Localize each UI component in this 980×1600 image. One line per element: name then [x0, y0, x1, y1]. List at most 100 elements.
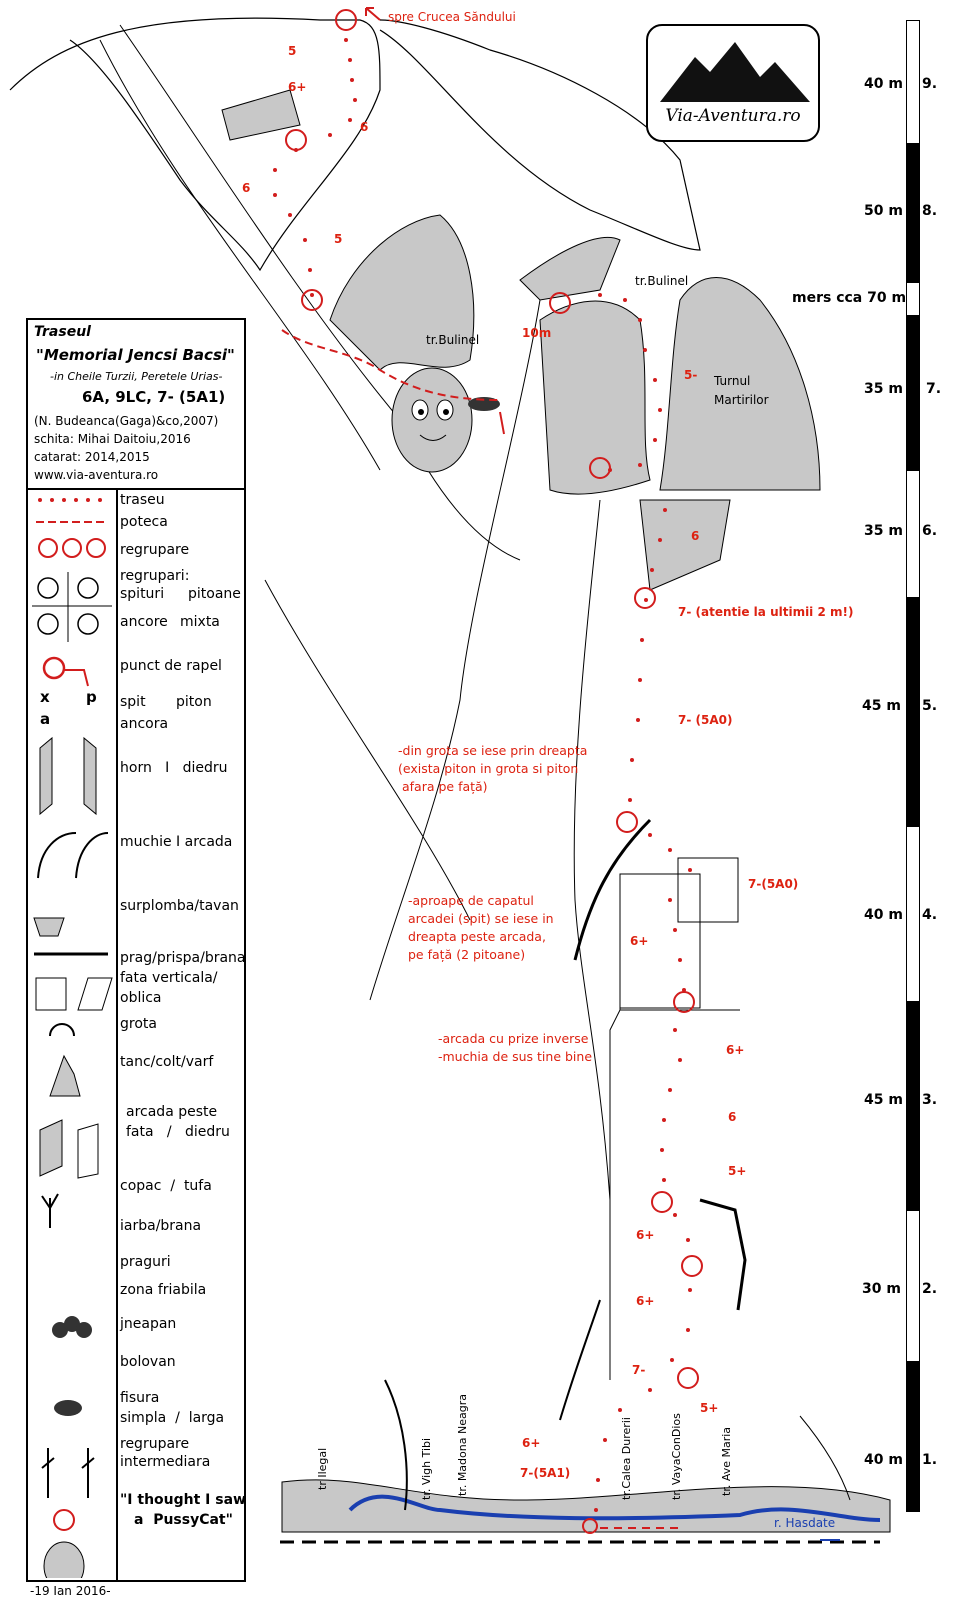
route-grade: 6A, 9LC, 7- (5A1): [82, 388, 226, 406]
legend-label: prag/prispa/brana: [120, 950, 246, 966]
legend-label: regrupare: [120, 542, 190, 558]
legend-label: praguri: [120, 1254, 171, 1270]
legend-label: spituri: [120, 586, 165, 602]
note-grotto: -din grota se iese prin dreapta (exista …: [398, 742, 587, 796]
legend-panel: Traseul "Memorial Jencsi Bacsi" -in Chei…: [26, 318, 246, 1591]
neighbour-route-label: tr Ilegal: [316, 1447, 329, 1490]
legend-label: punct de rapel: [120, 658, 222, 674]
grade-label: 6+: [636, 1294, 655, 1308]
legend-label: oblica: [120, 990, 162, 1006]
pitch-length-9: 40 m: [864, 76, 903, 92]
pitch-length-1: 40 m: [864, 1452, 903, 1468]
logo: Via-Aventura.ro: [646, 24, 820, 142]
note-line: -din grota se iese prin dreapta: [398, 743, 588, 758]
tower-label: Turnul Martirilor: [714, 374, 769, 407]
legend-label: regrupari:: [120, 568, 190, 584]
rappel-10m-label: 10m: [522, 326, 552, 340]
pitch-number-8: 8.: [922, 203, 938, 219]
route-title-block: Traseul "Memorial Jencsi Bacsi" -in Chei…: [28, 320, 244, 490]
legend-label: fata / diedru: [126, 1124, 230, 1140]
legend-label: simpla / larga: [120, 1410, 225, 1426]
legend-label: "I thought I saw: [120, 1492, 246, 1508]
note-line: -arcada cu prize inverse: [438, 1031, 589, 1046]
grade-label: 5+: [700, 1401, 719, 1415]
pitch-length-5: 45 m: [862, 698, 901, 714]
website-link[interactable]: www.via-aventura.ro: [34, 468, 159, 482]
legend-label: spit: [120, 694, 146, 710]
legend-label: ancore: [120, 614, 168, 630]
note-line: (exista piton in grota si piton: [398, 761, 579, 776]
legend-label: iarba/brana: [120, 1218, 202, 1234]
legend-symbol-spit: x: [40, 688, 50, 706]
legend-label: regrupare: [120, 1436, 190, 1452]
legend-label: arcada peste: [126, 1104, 218, 1120]
legend-label: grota: [120, 1016, 157, 1032]
pitch-length-7: 35 m: [864, 381, 903, 397]
note-arch: -aproape de capatul arcadei (spit) se ie…: [408, 892, 554, 964]
grade-label: 7- (5A0): [678, 713, 733, 727]
note-inverse-holds: -arcada cu prize inverse -muchia de sus …: [438, 1030, 592, 1066]
grade-label: 5+: [728, 1164, 747, 1178]
legend-label: pitoane: [188, 586, 241, 602]
neighbour-route-label: tr. VayaConDios: [670, 1413, 683, 1500]
grade-label: 7-: [632, 1363, 646, 1377]
to-cross-label: spre Crucea Săndului: [388, 10, 516, 24]
pitch-length-4: 40 m: [864, 907, 903, 923]
grade-label: 6: [242, 181, 251, 195]
bulinel-label-upper: tr.Bulinel: [635, 274, 689, 288]
grade-label: 6: [691, 529, 700, 543]
grade-label: 5-: [684, 368, 698, 382]
legend-label: jneapan: [120, 1316, 177, 1332]
pitch-number-7: 7.: [926, 381, 942, 397]
note-line: -aproape de capatul: [408, 893, 534, 908]
grade-label: 5: [334, 232, 343, 246]
grade-label: 6+: [636, 1228, 655, 1242]
legend-label: intermediara: [120, 1454, 211, 1470]
logo-text: Via-Aventura.ro: [665, 106, 801, 126]
note-line: pe față (2 pitoane): [408, 947, 526, 962]
note-line: arcadei (spit) se iese in: [408, 911, 554, 926]
grade-label: 6+: [726, 1043, 745, 1057]
legend-label: muchie I arcada: [120, 834, 233, 850]
grade-label: 7-(5A0): [748, 877, 799, 891]
pitch-length-2: 30 m: [862, 1281, 901, 1297]
legend-label: surplomba/tavan: [120, 898, 239, 914]
legend-label: horn I diedru: [120, 760, 228, 776]
sketch-credit: schita: Mihai Daitoiu,2016: [34, 432, 191, 446]
bulinel-label-lower: tr.Bulinel: [426, 333, 480, 347]
neighbour-route-label: tr. Madona Neagra: [456, 1394, 469, 1496]
legend-label: fisura: [120, 1390, 160, 1406]
legend-label: tanc/colt/varf: [120, 1054, 214, 1070]
climbed-years: catarat: 2014,2015: [34, 450, 150, 464]
grade-label: 6+: [522, 1436, 541, 1450]
legend-label: traseu: [120, 492, 165, 508]
route-name: "Memorial Jencsi Bacsi": [36, 346, 235, 364]
legend-label: fata verticala/: [120, 970, 218, 986]
legend-label: mixta: [180, 614, 220, 630]
grade-label: 6: [360, 120, 369, 134]
pitch-number-6: 6.: [922, 523, 938, 539]
pitch-number-1: 1.: [922, 1452, 938, 1468]
legend-label: piton: [176, 694, 212, 710]
legend-label: ancora: [120, 716, 169, 732]
neighbour-route-label: tr. Vigh Tibi: [420, 1437, 433, 1500]
neighbour-route-label: tr.Calea Durerii: [620, 1417, 633, 1500]
note-line: afara pe față): [398, 779, 488, 794]
pitch-number-2: 2.: [922, 1281, 938, 1297]
pitch-number-4: 4.: [922, 907, 938, 923]
pitch-length-6: 35 m: [864, 523, 903, 539]
legend-symbols-icon: [32, 498, 113, 1591]
pitch-length-8: 50 m: [864, 203, 903, 219]
height-scale: [906, 20, 920, 1512]
grade-label: 5: [288, 44, 297, 58]
pitch-number-9: 9.: [922, 76, 938, 92]
legend-label: copac / tufa: [120, 1178, 212, 1194]
river-label: r. Hasdate: [774, 1516, 836, 1530]
route-authors: (N. Budeanca(Gaga)&co,2007): [34, 414, 219, 428]
legend-label: bolovan: [120, 1354, 176, 1370]
pitch-number-3: 3.: [922, 1092, 938, 1108]
neighbour-route-label: tr. Ave Maria: [720, 1426, 733, 1496]
legend-label: a PussyCat": [134, 1512, 233, 1528]
date-label: -19 Ian 2016-: [30, 1584, 111, 1598]
route-location: -in Cheile Turzii, Peretele Urias-: [50, 370, 223, 383]
